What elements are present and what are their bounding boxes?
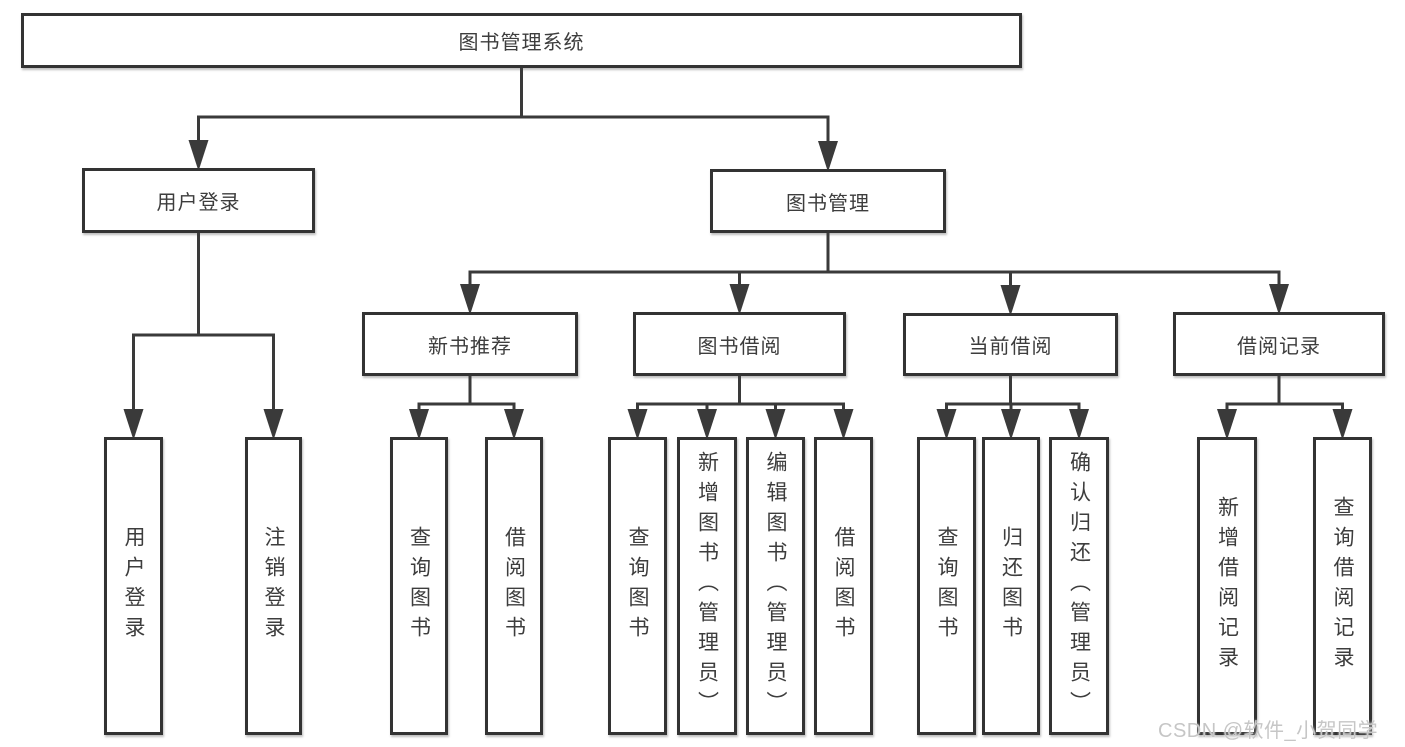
- node-label: 新增图书（管理员）: [695, 451, 719, 721]
- arrow-down-icon: [697, 409, 717, 440]
- node-borrow-records: 借阅记录: [1173, 312, 1385, 376]
- node-label: 编辑图书（管理员）: [764, 451, 787, 721]
- arrow-down-icon: [460, 284, 480, 315]
- node-query-books-current: 查询图书: [917, 437, 976, 735]
- node-borrow-books-rec: 借阅图书: [485, 437, 543, 735]
- node-label: 新增借阅记录: [1215, 496, 1239, 676]
- node-label: 图书管理: [786, 192, 870, 215]
- node-label: 借阅图书: [502, 526, 526, 646]
- arrow-down-icon: [188, 140, 209, 171]
- node-label: 查询借阅记录: [1331, 496, 1354, 676]
- arrow-down-icon: [1001, 409, 1021, 440]
- node-book-mgmt: 图书管理: [710, 169, 946, 233]
- node-label: 归还图书: [999, 526, 1023, 646]
- node-label: 注销登录: [262, 526, 285, 646]
- arrow-down-icon: [1332, 409, 1353, 440]
- node-current-borrow: 当前借阅: [903, 313, 1118, 376]
- arrow-down-icon: [765, 409, 786, 440]
- arrow-down-icon: [263, 409, 284, 440]
- node-return-books: 归还图书: [982, 437, 1040, 735]
- arrow-down-icon: [1269, 284, 1289, 315]
- node-label: 用户登录: [156, 192, 241, 214]
- node-label: 借阅图书: [832, 526, 855, 646]
- node-label: 查询图书: [626, 526, 649, 646]
- arrow-down-icon: [936, 409, 957, 440]
- node-label: 新书推荐: [428, 335, 512, 358]
- arrow-down-icon: [729, 284, 750, 315]
- node-label: 用户登录: [122, 526, 145, 646]
- node-label: 借阅记录: [1237, 335, 1321, 358]
- node-user-login: 用户登录: [104, 437, 163, 735]
- node-label: 确认归还（管理员）: [1067, 451, 1091, 721]
- node-edit-book-admin: 编辑图书（管理员）: [746, 437, 805, 735]
- node-book-borrow: 图书借阅: [633, 312, 846, 376]
- node-add-borrow-record: 新增借阅记录: [1197, 437, 1257, 735]
- node-query-borrow-record: 查询借阅记录: [1313, 437, 1372, 735]
- arrow-down-icon: [123, 409, 144, 440]
- node-new-book-rec: 新书推荐: [362, 312, 578, 376]
- node-label: 查询图书: [407, 526, 431, 646]
- watermark: CSDN @软件_小贺同学: [1158, 720, 1379, 742]
- arrow-down-icon: [409, 409, 429, 440]
- arrow-down-icon: [818, 141, 838, 172]
- node-add-book-admin: 新增图书（管理员）: [677, 437, 737, 735]
- node-label: 图书借阅: [697, 335, 782, 358]
- node-label: 查询图书: [935, 526, 958, 646]
- node-root: 图书管理系统: [21, 13, 1022, 68]
- arrow-down-icon: [1217, 409, 1237, 440]
- arrow-down-icon: [833, 409, 854, 440]
- node-query-books-borrow: 查询图书: [608, 437, 667, 735]
- arrow-down-icon: [504, 409, 524, 440]
- node-query-books-rec: 查询图书: [390, 437, 448, 735]
- arrow-down-icon: [1000, 285, 1021, 316]
- node-label: 图书管理系统: [458, 32, 585, 54]
- node-user-login-group: 用户登录: [82, 168, 315, 233]
- arrow-down-icon: [627, 409, 648, 440]
- node-confirm-return-admin: 确认归还（管理员）: [1049, 437, 1109, 735]
- node-logout-login: 注销登录: [245, 437, 302, 735]
- arrow-down-icon: [1069, 409, 1089, 440]
- node-label: 当前借阅: [968, 336, 1053, 358]
- node-borrow-books-borrow: 借阅图书: [814, 437, 873, 735]
